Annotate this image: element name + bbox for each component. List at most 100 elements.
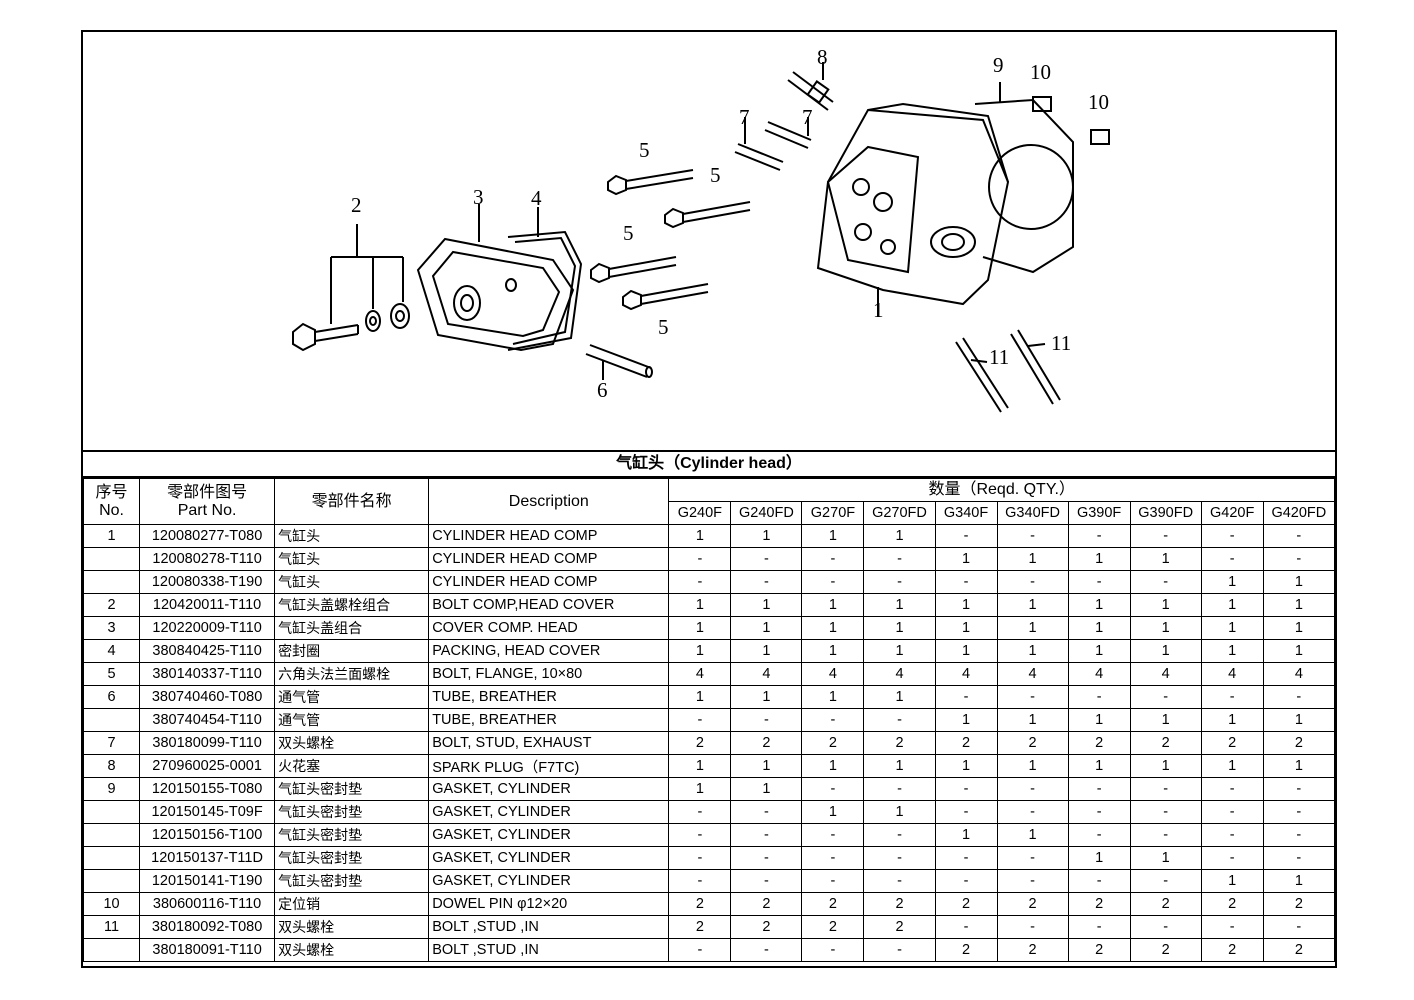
qty-cell: 1 <box>996 547 1069 571</box>
qty-cell: - <box>1200 800 1264 824</box>
callout-10a: 10 <box>1030 60 1051 84</box>
qty-cell: 1 <box>730 639 803 663</box>
description-header: Description <box>428 478 670 525</box>
qty-cell: - <box>934 869 998 893</box>
model-header-g420fd: G420FD <box>1262 501 1335 525</box>
qty-cell: 1 <box>996 754 1069 778</box>
qty-cell: - <box>1067 524 1131 548</box>
qty-cell: 2 <box>801 915 865 939</box>
part-name-cn-cell: 气缸头密封垫 <box>274 800 430 824</box>
qty-cell: 1 <box>863 524 936 548</box>
qty-cell: - <box>730 938 803 962</box>
qty-cell: 1 <box>996 616 1069 640</box>
qty-cell: - <box>1262 777 1335 801</box>
qty-cell: - <box>668 846 732 870</box>
qty-cell: 2 <box>1200 892 1264 916</box>
model-header-g340fd: G340FD <box>996 501 1069 525</box>
qty-cell: 1 <box>730 524 803 548</box>
partno-header-cn: 零部件图号 <box>167 483 248 501</box>
callout-5b: 5 <box>710 163 721 187</box>
cylinder-head-drawing <box>816 102 1010 317</box>
qty-cell: - <box>730 869 803 893</box>
item-number-cell: 8 <box>83 754 141 778</box>
qty-cell: 1 <box>668 754 732 778</box>
part-name-cn-cell: 气缸头 <box>274 524 430 548</box>
callout-9: 9 <box>993 53 1004 77</box>
qty-cell: 4 <box>934 662 998 686</box>
qty-cell: 1 <box>1200 754 1264 778</box>
exploded-diagram: 1 2 3 4 5 5 5 5 6 7 7 8 9 10 10 11 11 <box>83 32 1335 450</box>
qty-cell: 1 <box>1262 869 1335 893</box>
model-header-g390f: G390F <box>1067 501 1131 525</box>
item-number-cell: 9 <box>83 777 141 801</box>
qty-cell: 2 <box>668 731 732 755</box>
callout-4: 4 <box>531 186 542 210</box>
qty-cell: - <box>1129 915 1202 939</box>
qty-cell: 1 <box>934 593 998 617</box>
callout-11a: 11 <box>989 345 1009 369</box>
description-cell: GASKET, CYLINDER <box>428 846 670 870</box>
qty-cell: - <box>934 685 998 709</box>
qty-cell: 1 <box>934 708 998 732</box>
description-cell: BOLT COMP,HEAD COVER <box>428 593 670 617</box>
description-cell: BOLT ,STUD ,IN <box>428 938 670 962</box>
qty-cell: - <box>1262 547 1335 571</box>
model-header-g240fd: G240FD <box>730 501 803 525</box>
qty-cell: - <box>801 777 865 801</box>
qty-cell: 4 <box>996 662 1069 686</box>
part-name-cn-cell: 气缸头密封垫 <box>274 846 430 870</box>
part-name-cn-cell: 双头螺栓 <box>274 731 430 755</box>
qty-cell: - <box>1067 915 1131 939</box>
table-header-row-1: 序号 No. 零部件图号 Part No. 零部件名称 Description … <box>83 478 1335 525</box>
description-cell: BOLT ,STUD ,IN <box>428 915 670 939</box>
qty-cell: 1 <box>801 800 865 824</box>
qty-cell: 2 <box>1067 938 1131 962</box>
head-cover-packing-drawing <box>507 207 583 351</box>
qty-cell: - <box>934 846 998 870</box>
qty-cell: - <box>801 570 865 594</box>
qty-cell: 4 <box>1262 662 1335 686</box>
qty-cell: 1 <box>1200 869 1264 893</box>
qty-cell: 1 <box>1200 570 1264 594</box>
item-number-cell: 5 <box>83 662 141 686</box>
qty-cell: - <box>996 915 1069 939</box>
item-number-cell <box>83 800 141 824</box>
qty-cell: - <box>996 524 1069 548</box>
qty-cell: - <box>863 777 936 801</box>
qty-cell: 2 <box>1262 892 1335 916</box>
description-cell: GASKET, CYLINDER <box>428 823 670 847</box>
qty-cell: 2 <box>934 731 998 755</box>
callout-8: 8 <box>817 45 828 69</box>
qty-cell: - <box>1200 823 1264 847</box>
qty-cell: 1 <box>730 754 803 778</box>
qty-cell: 2 <box>1129 938 1202 962</box>
item-number-cell: 11 <box>83 915 141 939</box>
name-cn-header: 零部件名称 <box>274 478 430 525</box>
qty-cell: 4 <box>863 662 936 686</box>
qty-cell: - <box>934 570 998 594</box>
qty-cell: 1 <box>1200 639 1264 663</box>
description-cell: TUBE, BREATHER <box>428 708 670 732</box>
qty-cell: 1 <box>1129 754 1202 778</box>
qty-cell: - <box>1200 685 1264 709</box>
qty-cell: 2 <box>1129 731 1202 755</box>
qty-cell: - <box>996 846 1069 870</box>
qty-cell: - <box>1262 823 1335 847</box>
part-name-cn-cell: 火花塞 <box>274 754 430 778</box>
qty-cell: 2 <box>1200 731 1264 755</box>
seq-header-en: No. <box>99 501 124 519</box>
model-header-g420f: G420F <box>1200 501 1264 525</box>
callout-7a: 7 <box>739 105 750 129</box>
item-number-cell: 4 <box>83 639 141 663</box>
part-number-cell: 380180099-T110 <box>139 731 276 755</box>
qty-cell: 2 <box>730 731 803 755</box>
breather-tube-drawing <box>585 344 653 380</box>
flange-bolts-drawing <box>590 169 751 311</box>
